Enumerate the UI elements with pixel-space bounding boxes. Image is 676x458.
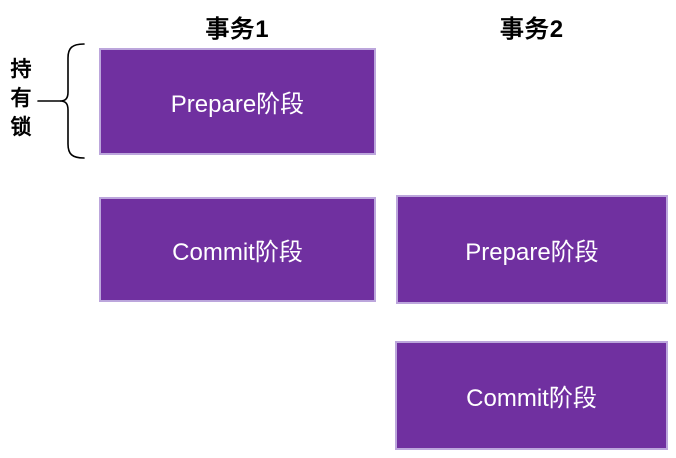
lock-held-label: 持有锁 [10, 58, 32, 139]
txn2-commit-phase-label: Commit阶段 [466, 385, 597, 412]
column-title-transaction-2: 事务2 [499, 16, 565, 43]
txn1-commit-phase-label: Commit阶段 [172, 239, 303, 266]
txn1-commit-phase-box: Commit阶段 [99, 197, 376, 302]
column-title-transaction-1: 事务1 [205, 16, 270, 43]
txn2-prepare-phase-box: Prepare阶段 [396, 195, 668, 304]
txn2-commit-phase-box: Commit阶段 [395, 341, 668, 450]
txn2-prepare-phase-label: Prepare阶段 [465, 239, 599, 266]
lock-scope-brace [37, 43, 85, 159]
txn1-prepare-phase-label: Prepare阶段 [170, 91, 305, 118]
txn1-prepare-phase-box: Prepare阶段 [99, 48, 376, 155]
brace-curve [59, 43, 85, 159]
